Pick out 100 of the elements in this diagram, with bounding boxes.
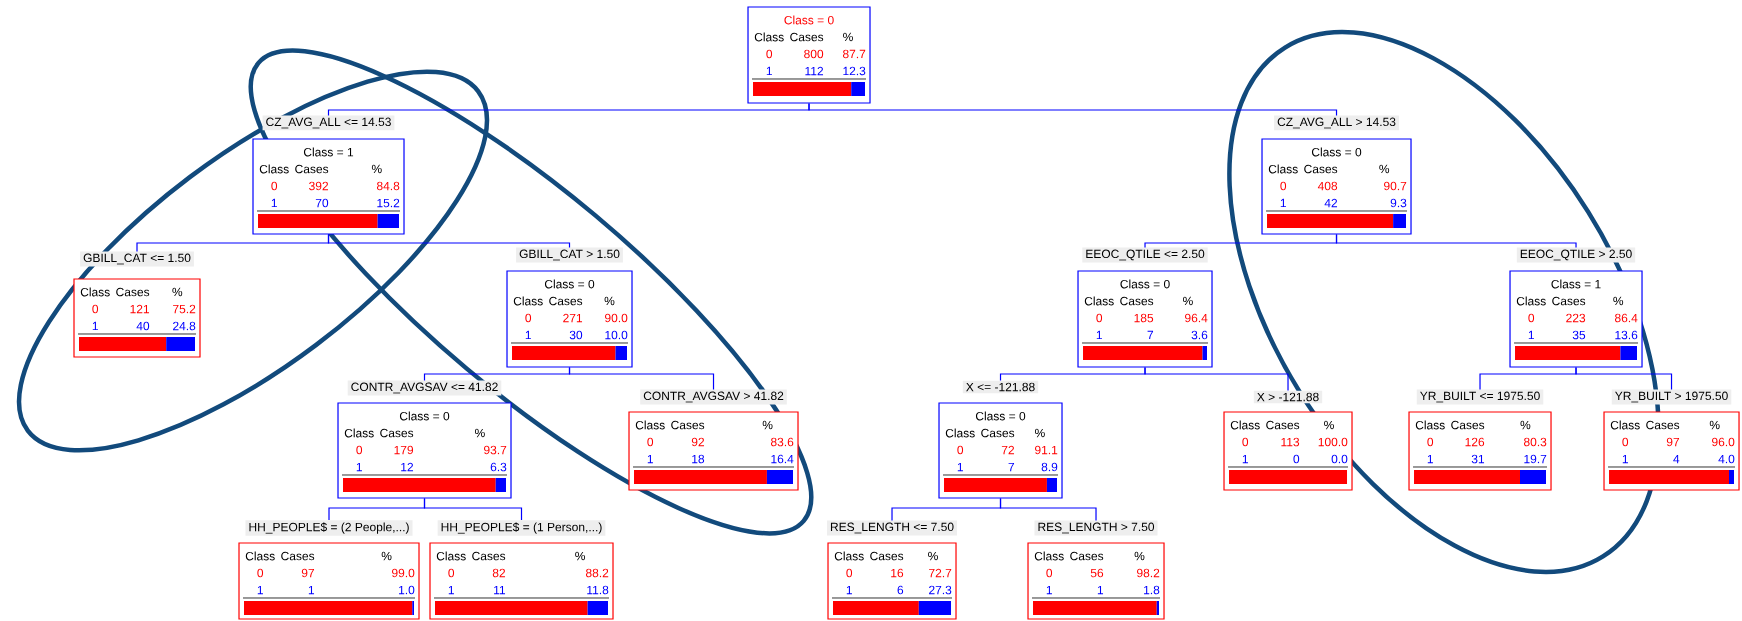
column-header: Cases	[281, 551, 315, 561]
column-header: %	[371, 164, 382, 174]
class-value: 0	[957, 445, 964, 455]
percent-value: 87.7	[842, 49, 866, 59]
column-header: Class	[513, 296, 543, 306]
case-count: 121	[130, 304, 150, 314]
case-count: 97	[301, 568, 314, 578]
percent-value: 90.0	[605, 313, 628, 323]
percent-value: 83.6	[770, 437, 794, 447]
column-header: Class	[1084, 296, 1114, 306]
class-value: 1	[957, 462, 963, 472]
column-header: Cases	[1070, 551, 1104, 561]
column-header: Class	[754, 32, 784, 42]
percent-value: 6.3	[490, 462, 507, 472]
class-value: 0	[1427, 437, 1434, 447]
class-value: 0	[525, 313, 532, 323]
case-count: 40	[136, 321, 150, 331]
class-value: 1	[766, 66, 772, 76]
percent-value: 10.0	[605, 330, 628, 340]
column-header: Class	[945, 428, 975, 438]
column-header: %	[381, 551, 392, 561]
percent-value: 19.7	[1524, 454, 1547, 464]
connector-line	[327, 234, 571, 248]
column-header: Class	[1516, 296, 1546, 306]
column-header: Cases	[1304, 164, 1338, 174]
percent-value: 86.4	[1615, 313, 1638, 323]
percent-value: 16.4	[771, 454, 794, 464]
column-header: %	[604, 296, 615, 306]
class-value: 1	[448, 585, 454, 595]
case-count: 42	[1324, 198, 1338, 208]
split-label: CZ_AVG_ALL <= 14.53	[262, 115, 395, 131]
percent-value: 1.8	[1144, 585, 1160, 595]
connector-line	[1575, 367, 1673, 391]
class-value: 1	[1096, 330, 1102, 340]
class-value: 1	[1242, 454, 1248, 464]
class-value: 0	[1046, 568, 1053, 578]
case-count: 392	[309, 181, 328, 191]
column-header: Class	[1415, 420, 1445, 430]
class-value: 1	[1528, 330, 1534, 340]
percent-value: 84.8	[376, 181, 400, 191]
split-label: GBILL_CAT > 1.50	[516, 247, 623, 263]
percent-value: 72.7	[929, 568, 952, 578]
case-count: 800	[804, 49, 824, 59]
split-label: CONTR_AVGSAV <= 41.82	[347, 380, 502, 396]
column-header: %	[1709, 420, 1720, 430]
split-label: X > -121.88	[1253, 390, 1323, 404]
column-header: Class	[1268, 164, 1298, 174]
split-label: YR_BUILT > 1975.50	[1611, 389, 1732, 405]
split-label: HH_PEOPLE$ = (1 Person,...)	[437, 520, 606, 536]
column-header: Cases	[295, 164, 329, 174]
split-label: EEOC_QTILE <= 2.50	[1082, 247, 1208, 263]
case-count: 56	[1090, 568, 1104, 578]
case-count: 31	[1471, 454, 1485, 464]
column-header: Cases	[1120, 296, 1154, 306]
class-value: 0	[1622, 437, 1629, 447]
case-count: 30	[569, 330, 583, 340]
column-header: %	[475, 428, 485, 438]
column-header: %	[575, 551, 585, 561]
class-value: 0	[766, 49, 773, 59]
column-header: Cases	[1266, 420, 1300, 430]
percent-value: 12.3	[843, 66, 866, 76]
column-header: Class	[344, 428, 374, 438]
column-header: %	[928, 551, 938, 561]
class-value: 1	[525, 330, 531, 340]
case-count: 6	[897, 585, 904, 595]
column-header: Class	[436, 551, 466, 561]
class-label: Class = 1	[1551, 279, 1601, 289]
connector-line	[423, 498, 523, 521]
class-label: Class = 0	[784, 15, 834, 25]
class-value: 0	[92, 304, 99, 314]
class-value: 1	[271, 198, 277, 208]
split-label: GBILL_CAT <= 1.50	[80, 251, 194, 267]
percent-value: 93.7	[484, 445, 507, 455]
class-value: 1	[846, 585, 852, 595]
column-header: Cases	[1552, 296, 1586, 306]
percent-value: 96.0	[1712, 437, 1735, 447]
class-value: 0	[1280, 181, 1287, 191]
percent-value: 3.6	[1191, 330, 1208, 340]
percent-value: 98.2	[1137, 568, 1160, 578]
case-count: 35	[1572, 330, 1586, 340]
class-value: 0	[1242, 437, 1249, 447]
column-header: %	[172, 287, 183, 297]
class-value: 1	[647, 454, 653, 464]
column-header: %	[843, 32, 853, 42]
column-header: Class	[259, 164, 289, 174]
column-header: %	[1134, 551, 1145, 561]
percent-value: 1.0	[399, 585, 415, 595]
split-label: HH_PEOPLE$ = (2 People,...)	[245, 520, 413, 536]
split-label: EEOC_QTILE > 2.50	[1516, 247, 1636, 263]
column-header: %	[1324, 420, 1334, 430]
column-header: Class	[834, 551, 864, 561]
percent-value: 11.8	[587, 585, 609, 595]
class-value: 1	[92, 321, 98, 331]
case-count: 408	[1317, 181, 1338, 191]
column-header: Cases	[380, 428, 414, 438]
column-header: Cases	[790, 32, 824, 42]
case-count: 0	[1293, 454, 1300, 464]
class-value: 0	[846, 568, 853, 578]
class-value: 1	[257, 585, 263, 595]
class-value: 0	[647, 437, 654, 447]
